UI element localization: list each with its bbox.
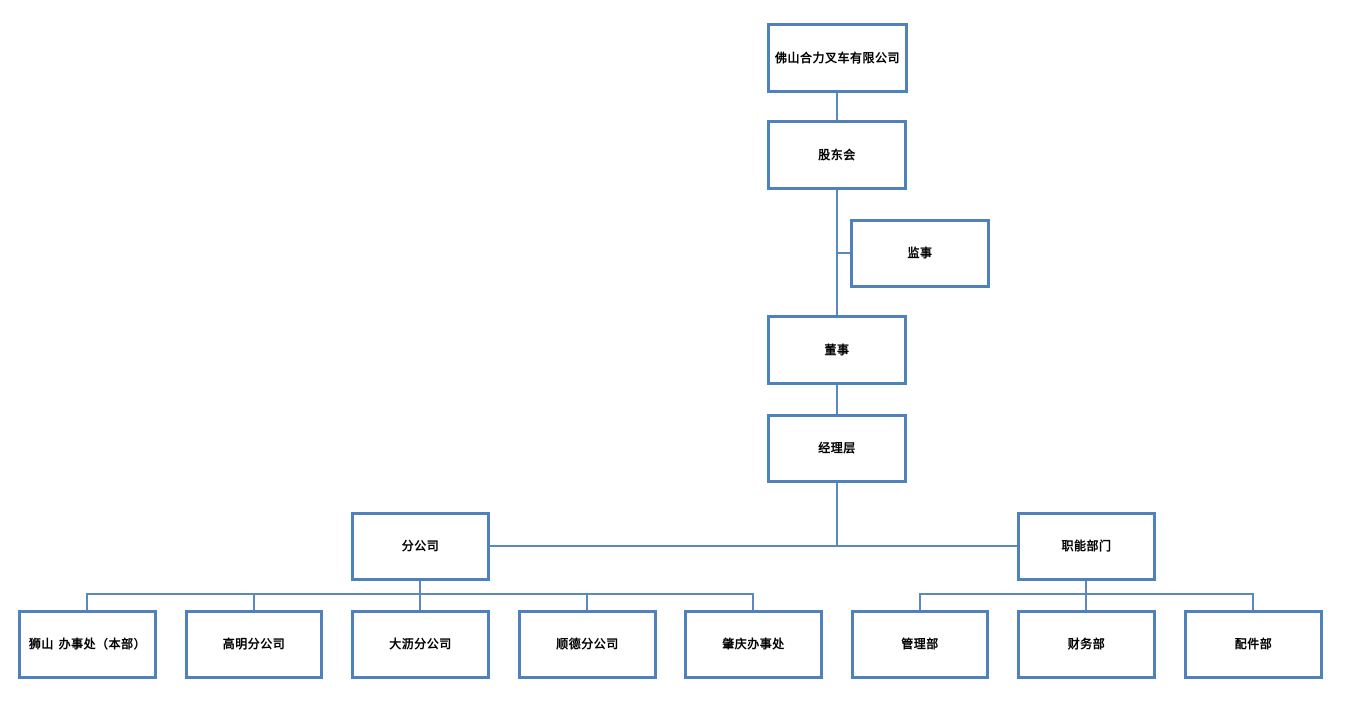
org-node-zhaoqing: 肇庆办事处 bbox=[684, 610, 823, 679]
org-node-peijian-label: 配件部 bbox=[1234, 637, 1273, 652]
connector-company-shareholders bbox=[836, 93, 838, 121]
org-node-dali: 大沥分公司 bbox=[351, 610, 490, 679]
org-node-director: 董事 bbox=[767, 315, 907, 385]
org-node-shishan: 狮山 办事处（本部） bbox=[18, 610, 157, 679]
org-node-shishan-label: 狮山 办事处（本部） bbox=[28, 637, 147, 652]
org-node-company-label: 佛山合力叉车有限公司 bbox=[774, 50, 900, 65]
connector-drop-gaoming bbox=[253, 593, 255, 610]
org-node-company: 佛山合力叉车有限公司 bbox=[767, 23, 908, 93]
connector-functional-feed bbox=[1085, 581, 1087, 610]
org-node-caiwu-label: 财务部 bbox=[1067, 637, 1106, 652]
connector-management-midrail bbox=[836, 483, 838, 546]
org-node-functional-label: 职能部门 bbox=[1061, 539, 1112, 554]
org-node-management: 经理层 bbox=[767, 414, 907, 483]
org-node-shareholders: 股东会 bbox=[767, 120, 907, 190]
org-node-shareholders-label: 股东会 bbox=[818, 147, 856, 162]
org-node-functional: 职能部门 bbox=[1017, 512, 1156, 581]
connector-drop-zhaoqing bbox=[752, 593, 754, 610]
connector-drop-peijian bbox=[1252, 593, 1254, 610]
org-node-shunde: 顺德分公司 bbox=[518, 610, 657, 679]
org-node-guanli-label: 管理部 bbox=[901, 637, 939, 652]
org-node-zhaoqing-label: 肇庆办事处 bbox=[722, 637, 785, 652]
org-node-director-label: 董事 bbox=[824, 342, 850, 357]
connector-drop-shunde bbox=[586, 593, 588, 610]
org-node-supervisor-label: 监事 bbox=[907, 246, 933, 261]
connector-drop-guanli bbox=[919, 593, 921, 610]
org-node-supervisor: 监事 bbox=[850, 219, 990, 288]
org-node-guanli: 管理部 bbox=[851, 610, 989, 679]
connector-right-rail bbox=[919, 593, 1254, 595]
org-node-gaoming-label: 高明分公司 bbox=[222, 637, 286, 652]
org-node-management-label: 经理层 bbox=[818, 441, 856, 456]
org-node-dali-label: 大沥分公司 bbox=[389, 637, 452, 652]
connector-supervisor-stub bbox=[837, 252, 851, 254]
org-node-branches: 分公司 bbox=[351, 512, 490, 581]
connector-branches-feed bbox=[419, 581, 421, 610]
org-node-branches-label: 分公司 bbox=[401, 539, 440, 554]
connector-mid-rail bbox=[490, 545, 1017, 547]
org-node-shunde-label: 顺德分公司 bbox=[556, 637, 619, 652]
org-node-gaoming: 高明分公司 bbox=[185, 610, 323, 679]
org-node-peijian: 配件部 bbox=[1184, 610, 1323, 679]
org-node-caiwu: 财务部 bbox=[1017, 610, 1156, 679]
connector-director-management bbox=[836, 385, 838, 415]
connector-drop-shishan bbox=[86, 593, 88, 610]
connector-left-rail bbox=[86, 593, 754, 595]
